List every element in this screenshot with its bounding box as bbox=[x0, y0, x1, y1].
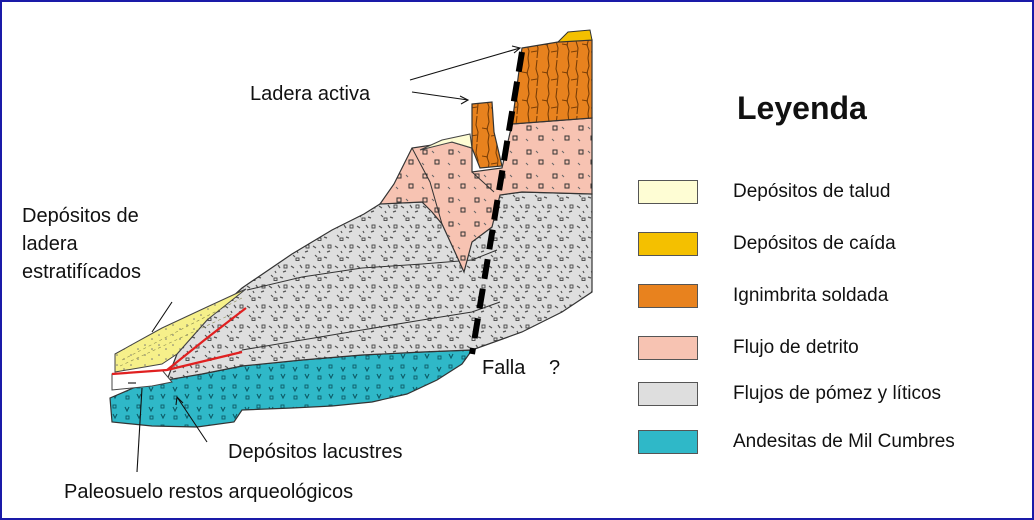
fall-deposit bbox=[556, 29, 593, 43]
legend-label-pomez: Flujos de pómez y líticos bbox=[733, 383, 942, 404]
pumice-flow-unit bbox=[166, 191, 593, 381]
label-depositos-ladera-1: Depósitos de bbox=[22, 205, 139, 227]
label-falla-question: ? bbox=[549, 357, 561, 379]
legend-swatch-talud bbox=[638, 180, 698, 204]
legend-label-talud: Depósitos de talud bbox=[733, 181, 891, 202]
legend-swatch-ignimbrita bbox=[638, 284, 698, 308]
legend-label-andesitas: Andesitas de Mil Cumbres bbox=[733, 431, 955, 452]
legend-swatch-detrito bbox=[638, 336, 698, 360]
leader-lines bbox=[136, 45, 522, 473]
stratified-slope-deposit bbox=[114, 288, 247, 373]
welded-ignimbrite-left bbox=[471, 101, 503, 169]
label-paleosuelo: Paleosuelo restos arqueológicos bbox=[64, 481, 354, 503]
legend-label-caida: Depósitos de caída bbox=[733, 233, 896, 254]
label-depositos-lacustres: Depósitos lacustres bbox=[228, 441, 403, 463]
red-contact-2 bbox=[166, 307, 247, 371]
legend-swatch-andesitas bbox=[638, 430, 698, 454]
fault-line bbox=[469, 51, 525, 355]
label-falla: Falla bbox=[482, 357, 526, 379]
label-depositos-ladera-2: ladera bbox=[22, 233, 78, 255]
talus-deposit bbox=[419, 133, 473, 151]
label-ladera-activa: Ladera activa bbox=[250, 83, 371, 105]
welded-ignimbrite-right bbox=[511, 39, 593, 125]
legend-title: Leyenda bbox=[737, 90, 867, 126]
legend-label-detrito: Flujo de detrito bbox=[733, 337, 859, 358]
legend-swatch-caida bbox=[638, 232, 698, 256]
legend-swatch-pomez bbox=[638, 382, 698, 406]
legend-label-ignimbrita: Ignimbrita soldada bbox=[733, 285, 889, 306]
label-depositos-ladera-3: estratifícados bbox=[22, 261, 141, 283]
